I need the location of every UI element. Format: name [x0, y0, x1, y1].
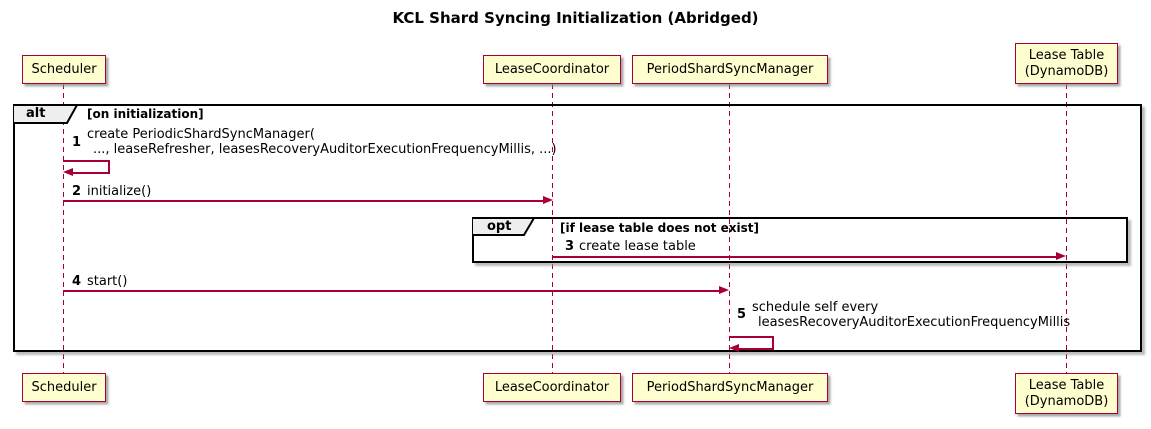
alt-frame-label-shape — [13, 104, 79, 124]
participant-label: Lease Table — [1028, 377, 1105, 393]
message-1-line1: create PeriodicShardSyncManager( — [87, 127, 315, 142]
message-1-number: 1 — [72, 135, 82, 150]
message-5-line1: schedule self every — [752, 300, 879, 315]
message-5-line2: leasesRecoveryAuditorExecutionFrequencyM… — [758, 315, 1071, 330]
message-3-arrowhead-icon — [1056, 252, 1066, 260]
participant-leasetable-bottom: Lease Table (DynamoDB) — [1015, 373, 1118, 414]
participant-leasetable-top: Lease Table (DynamoDB) — [1015, 43, 1118, 84]
message-4-number: 4 — [72, 274, 82, 289]
message-1-self-arrow — [63, 160, 110, 162]
message-3-text: create lease table — [579, 239, 696, 254]
message-4-text: start() — [87, 274, 128, 289]
message-2-arrowhead-icon — [543, 196, 553, 204]
participant-leasecoordinator-bottom: LeaseCoordinator — [483, 373, 621, 402]
message-4-arrow — [63, 290, 720, 292]
opt-frame-label-shape — [472, 217, 536, 236]
message-5-self-arrow — [772, 336, 774, 349]
participant-label: PeriodShardSyncManager — [646, 61, 814, 77]
alt-frame — [13, 104, 1142, 352]
participant-periodshardsyncmanager-bottom: PeriodShardSyncManager — [632, 373, 828, 402]
message-3-arrow — [552, 256, 1057, 258]
message-5-arrowhead-icon — [729, 344, 739, 352]
participant-scheduler-top: Scheduler — [22, 55, 106, 84]
message-5-number: 5 — [737, 307, 747, 322]
participant-label: (DynamoDB) — [1024, 393, 1109, 409]
participant-periodshardsyncmanager-top: PeriodShardSyncManager — [632, 55, 828, 84]
message-5-text: schedule self every leasesRecoveryAudito… — [752, 300, 1070, 330]
participant-scheduler-bottom: Scheduler — [22, 373, 106, 402]
diagram-title: KCL Shard Syncing Initialization (Abridg… — [392, 9, 759, 27]
message-1-text: create PeriodicShardSyncManager( ..., le… — [87, 127, 557, 157]
participant-label: Scheduler — [31, 61, 97, 77]
participant-label: Scheduler — [31, 379, 97, 395]
participant-label: PeriodShardSyncManager — [646, 379, 814, 395]
participant-label: Lease Table — [1028, 47, 1105, 63]
message-1-line2: ..., leaseRefresher, leasesRecoveryAudit… — [93, 142, 557, 157]
opt-frame — [472, 217, 1128, 263]
message-2-arrow — [63, 200, 544, 202]
opt-guard: [if lease table does not exist] — [560, 221, 760, 235]
alt-guard: [on initialization] — [87, 107, 204, 121]
participant-leasecoordinator-top: LeaseCoordinator — [483, 55, 621, 84]
lifeline-scheduler — [63, 84, 64, 373]
opt-operator: opt — [487, 219, 512, 234]
participant-label: LeaseCoordinator — [494, 379, 610, 395]
message-2-text: initialize() — [87, 184, 152, 199]
message-3-number: 3 — [565, 239, 575, 254]
lifeline-periodshardsyncmanager — [729, 84, 730, 373]
message-1-arrowhead-icon — [63, 168, 73, 176]
message-1-self-arrow — [72, 172, 110, 174]
message-2-number: 2 — [72, 184, 82, 199]
alt-operator: alt — [26, 106, 46, 121]
lifeline-leasetable — [1066, 84, 1067, 373]
participant-label: LeaseCoordinator — [494, 61, 610, 77]
message-5-self-arrow — [729, 336, 774, 338]
participant-label: (DynamoDB) — [1024, 63, 1109, 79]
message-5-self-arrow — [738, 348, 774, 350]
message-4-arrowhead-icon — [719, 286, 729, 294]
lifeline-leasecoordinator — [552, 84, 553, 373]
message-1-self-arrow — [108, 160, 110, 173]
